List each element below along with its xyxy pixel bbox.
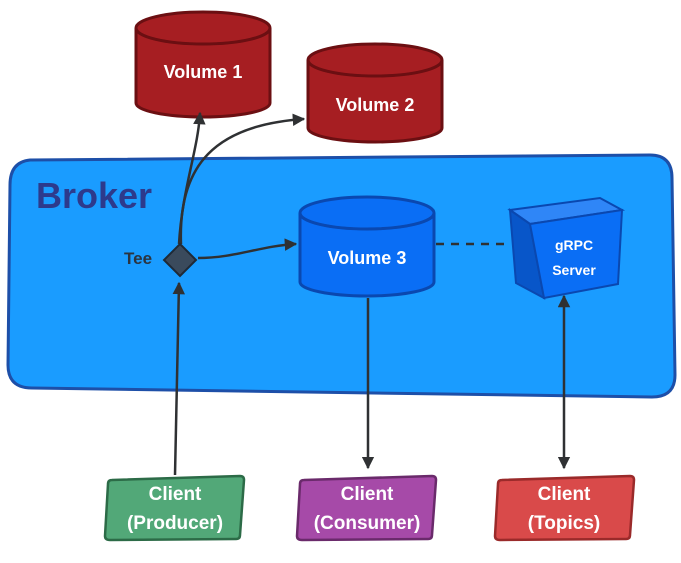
- volume-2-cylinder[interactable]: Volume 2: [306, 42, 444, 144]
- grpc-label-line1: gRPC: [555, 237, 593, 253]
- volume-3-label: Volume 3: [328, 248, 407, 268]
- client-consumer-line1: Client: [341, 484, 394, 505]
- client-producer-line1: Client: [149, 484, 202, 505]
- client-topics[interactable]: Client (Topics): [493, 474, 636, 542]
- volume-2-label: Volume 2: [336, 95, 415, 115]
- connector-tee-volume3: [197, 238, 298, 260]
- client-consumer[interactable]: Client (Consumer): [295, 474, 438, 542]
- client-producer-line2: (Producer): [127, 513, 223, 534]
- broker-title: Broker: [36, 175, 152, 216]
- volume-1-cylinder[interactable]: Volume 1: [134, 10, 272, 119]
- grpc-label-line2: Server: [552, 262, 596, 278]
- tee-label: Tee: [124, 249, 152, 268]
- tee-diamond[interactable]: [162, 242, 198, 278]
- connector-tee-volume2: [179, 113, 306, 245]
- connector-producer-tee: [172, 281, 186, 476]
- client-consumer-line2: (Consumer): [314, 513, 421, 534]
- volume-1-label: Volume 1: [164, 62, 243, 82]
- client-producer[interactable]: Client (Producer): [103, 474, 246, 542]
- client-topics-line1: Client: [538, 484, 591, 505]
- client-topics-line2: (Topics): [528, 513, 600, 534]
- volume-3-cylinder[interactable]: Volume 3: [298, 195, 436, 298]
- grpc-server-cube[interactable]: gRPC Server: [507, 196, 626, 300]
